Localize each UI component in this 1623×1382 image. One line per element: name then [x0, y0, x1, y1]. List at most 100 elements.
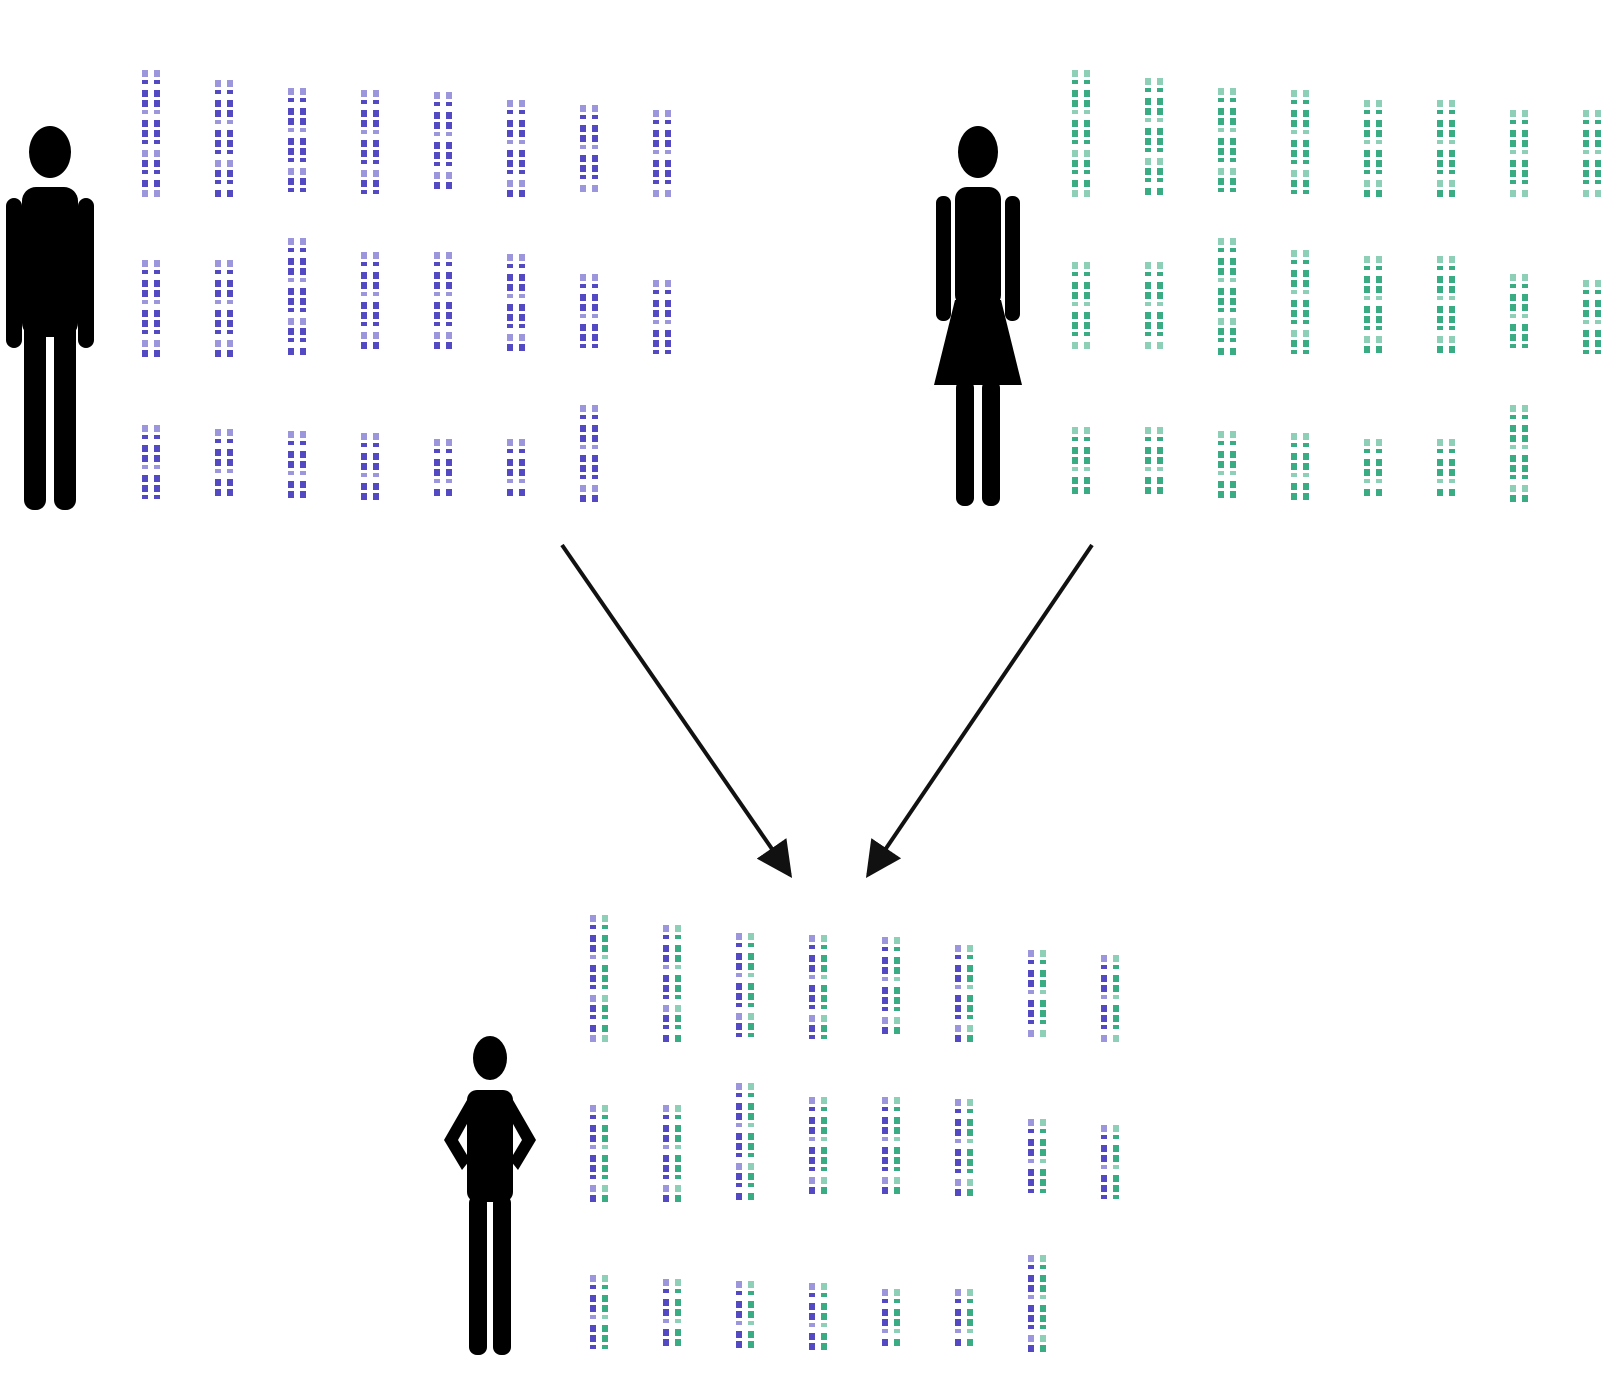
chromosome-band: [1113, 1005, 1119, 1012]
chromosome-pair: [955, 945, 973, 1042]
chromosome-band: [1437, 110, 1443, 114]
chromosome-band: [1291, 493, 1297, 500]
chromosome-band: [821, 1157, 827, 1164]
chromosome-band: [1364, 316, 1370, 323]
chromosome-band: [434, 92, 440, 99]
chromosome-band: [821, 1015, 827, 1022]
chromosome-band: [361, 272, 367, 279]
chromosome-band: [665, 330, 671, 337]
chromosome-band: [1437, 306, 1443, 313]
chromosome-pair: [809, 1283, 827, 1350]
chromosome-band: [1113, 1165, 1119, 1169]
chromosome-band: [142, 495, 148, 499]
chromosome-band: [1072, 80, 1078, 84]
chromosome-band: [1113, 975, 1119, 982]
chromosome-band: [1028, 1159, 1034, 1163]
chromosome-band: [1230, 288, 1236, 295]
chromosome-band: [955, 985, 961, 989]
chromosome-band: [227, 190, 233, 197]
chromosome-pair: [653, 110, 671, 197]
chromosome-band: [748, 1163, 754, 1170]
chromosome-band: [1364, 170, 1370, 174]
chromosome-band: [519, 150, 525, 157]
chromosome-band: [1040, 1305, 1046, 1312]
chromosome-band: [1510, 170, 1516, 177]
chromosome-band: [602, 1145, 608, 1149]
chromosome-band: [1157, 332, 1163, 336]
chromosome-band: [580, 185, 586, 192]
chromosome-band: [1522, 435, 1528, 442]
chromosome-band: [1072, 100, 1078, 107]
chromosome-band: [519, 160, 525, 167]
chromosome-band: [215, 330, 221, 334]
chromosome-band: [653, 330, 659, 337]
chromosome-band: [1449, 266, 1455, 270]
chromosome-band: [653, 120, 659, 124]
mother-to-child-arrow: [865, 543, 1094, 878]
chromosome-band: [373, 140, 379, 147]
chromosome-band: [894, 1187, 900, 1194]
chromosome-band: [748, 973, 754, 977]
chromosome-band: [663, 1115, 669, 1119]
chromosome-band: [215, 110, 221, 117]
chromosome-band: [675, 955, 681, 962]
chromosome-band: [507, 314, 513, 321]
chromosome-band: [882, 1107, 888, 1111]
chromosome-band: [592, 425, 598, 432]
chromosome-pair: [1291, 90, 1309, 194]
chromosome-band: [1113, 1185, 1119, 1192]
chromosome-band: [1303, 310, 1309, 317]
chromosome-band: [227, 130, 233, 137]
chromosome-pair: [590, 915, 608, 1042]
chromosome-band: [361, 443, 367, 447]
chromosome-pair: [288, 238, 306, 355]
chromosome-band: [1291, 140, 1297, 147]
chromosome-band: [1291, 320, 1297, 324]
chromosome-band: [1101, 1035, 1107, 1042]
chromosome-band: [653, 160, 659, 167]
chromosome-band: [955, 1169, 961, 1173]
chromosome-band: [1218, 308, 1224, 312]
chromosome-band: [955, 1149, 961, 1156]
chromosome-band: [1145, 457, 1151, 464]
chromosome-band: [675, 935, 681, 939]
chromosome-band: [748, 1023, 754, 1030]
chromosome-band: [507, 449, 513, 453]
chromosome-pair: [663, 1279, 681, 1346]
chromosome-band: [446, 449, 452, 453]
chromosome-band: [1145, 302, 1151, 306]
chromosome-band: [1072, 282, 1078, 289]
chromosome-band: [653, 280, 659, 287]
chromosome-band: [154, 180, 160, 187]
chromosome-band: [736, 973, 742, 977]
chromosome-band: [602, 935, 608, 942]
chromosome-band: [300, 441, 306, 445]
chromosome-band: [1072, 322, 1078, 329]
chromosome-pair: [663, 925, 681, 1042]
chromosome-band: [748, 1321, 754, 1325]
chromosome-band: [1510, 190, 1516, 197]
chromosome-band: [653, 130, 659, 137]
chromosome-band: [748, 1133, 754, 1140]
chromosome-band: [373, 90, 379, 97]
chromosome-band: [1040, 1189, 1046, 1193]
chromosome-band: [361, 332, 367, 339]
chromosome-band: [446, 302, 452, 309]
chromosome-band: [1510, 180, 1516, 184]
chromosome-band: [300, 188, 306, 192]
chromosome-band: [1522, 140, 1528, 147]
chromosome-band: [809, 1323, 815, 1327]
chromosome-band: [434, 122, 440, 129]
chromosome-band: [821, 1137, 827, 1141]
chromosome-band: [1157, 457, 1163, 464]
chromosome-band: [1028, 1000, 1034, 1007]
chromosome-pair: [1510, 110, 1528, 197]
chromosome-band: [1157, 477, 1163, 484]
chromosome-band: [1291, 310, 1297, 317]
chromosome-band: [675, 1279, 681, 1286]
chromosome-band: [967, 1035, 973, 1042]
chromosome-band: [1522, 455, 1528, 462]
chromosome-band: [1376, 180, 1382, 187]
chromosome-band: [288, 98, 294, 102]
chromosome-band: [300, 461, 306, 468]
